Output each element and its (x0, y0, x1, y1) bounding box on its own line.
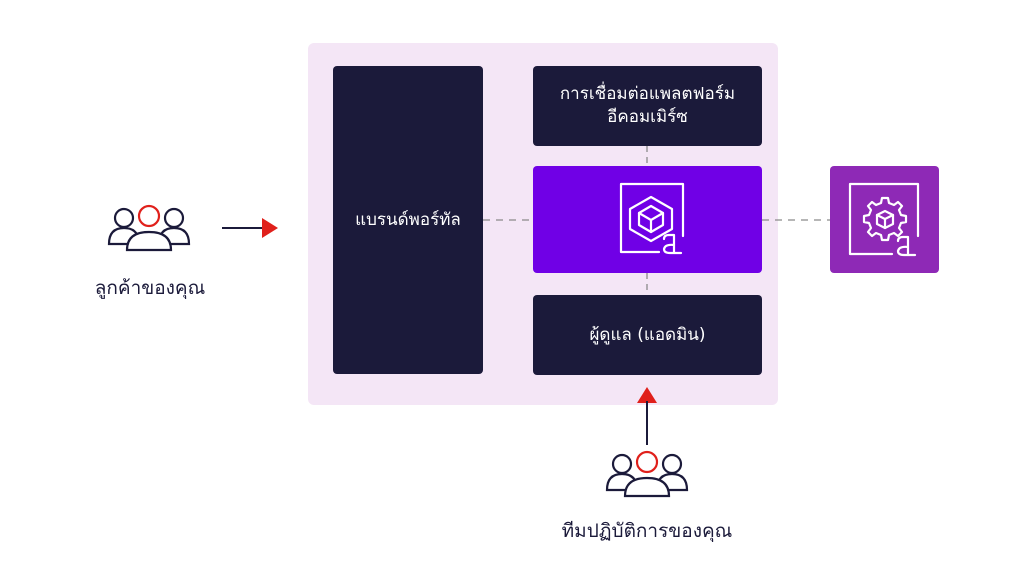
center-service-box[interactable] (533, 166, 762, 273)
ecommerce-connection-line2: อีคอมเมิร์ซ (607, 107, 688, 127)
gear-service-icon (848, 182, 920, 257)
customers-icon (106, 204, 192, 252)
admin-box[interactable]: ผู้ดูแล (แอดมิน) (533, 295, 762, 375)
brand-portal-box[interactable]: แบรนด์พอร์ทัล (333, 66, 483, 374)
customers-arrow (222, 218, 278, 238)
operations-arrow (637, 387, 657, 445)
external-service-box[interactable] (830, 166, 939, 273)
customers-label: ลูกค้าของคุณ (94, 277, 206, 299)
ecommerce-connection-line1: การเชื่อมต่อแพลตฟอร์ม (559, 84, 736, 105)
brand-portal-label: แบรนด์พอร์ทัล (355, 209, 461, 230)
ecommerce-connection-box[interactable]: การเชื่อมต่อแพลตฟอร์ม อีคอมเมิร์ซ (533, 66, 762, 146)
cube-service-icon (619, 182, 685, 255)
admin-label: ผู้ดูแล (แอดมิน) (589, 324, 706, 345)
operations-team-label: ทีมปฏิบัติการของคุณ (561, 520, 733, 542)
operations-team-icon (604, 450, 690, 498)
